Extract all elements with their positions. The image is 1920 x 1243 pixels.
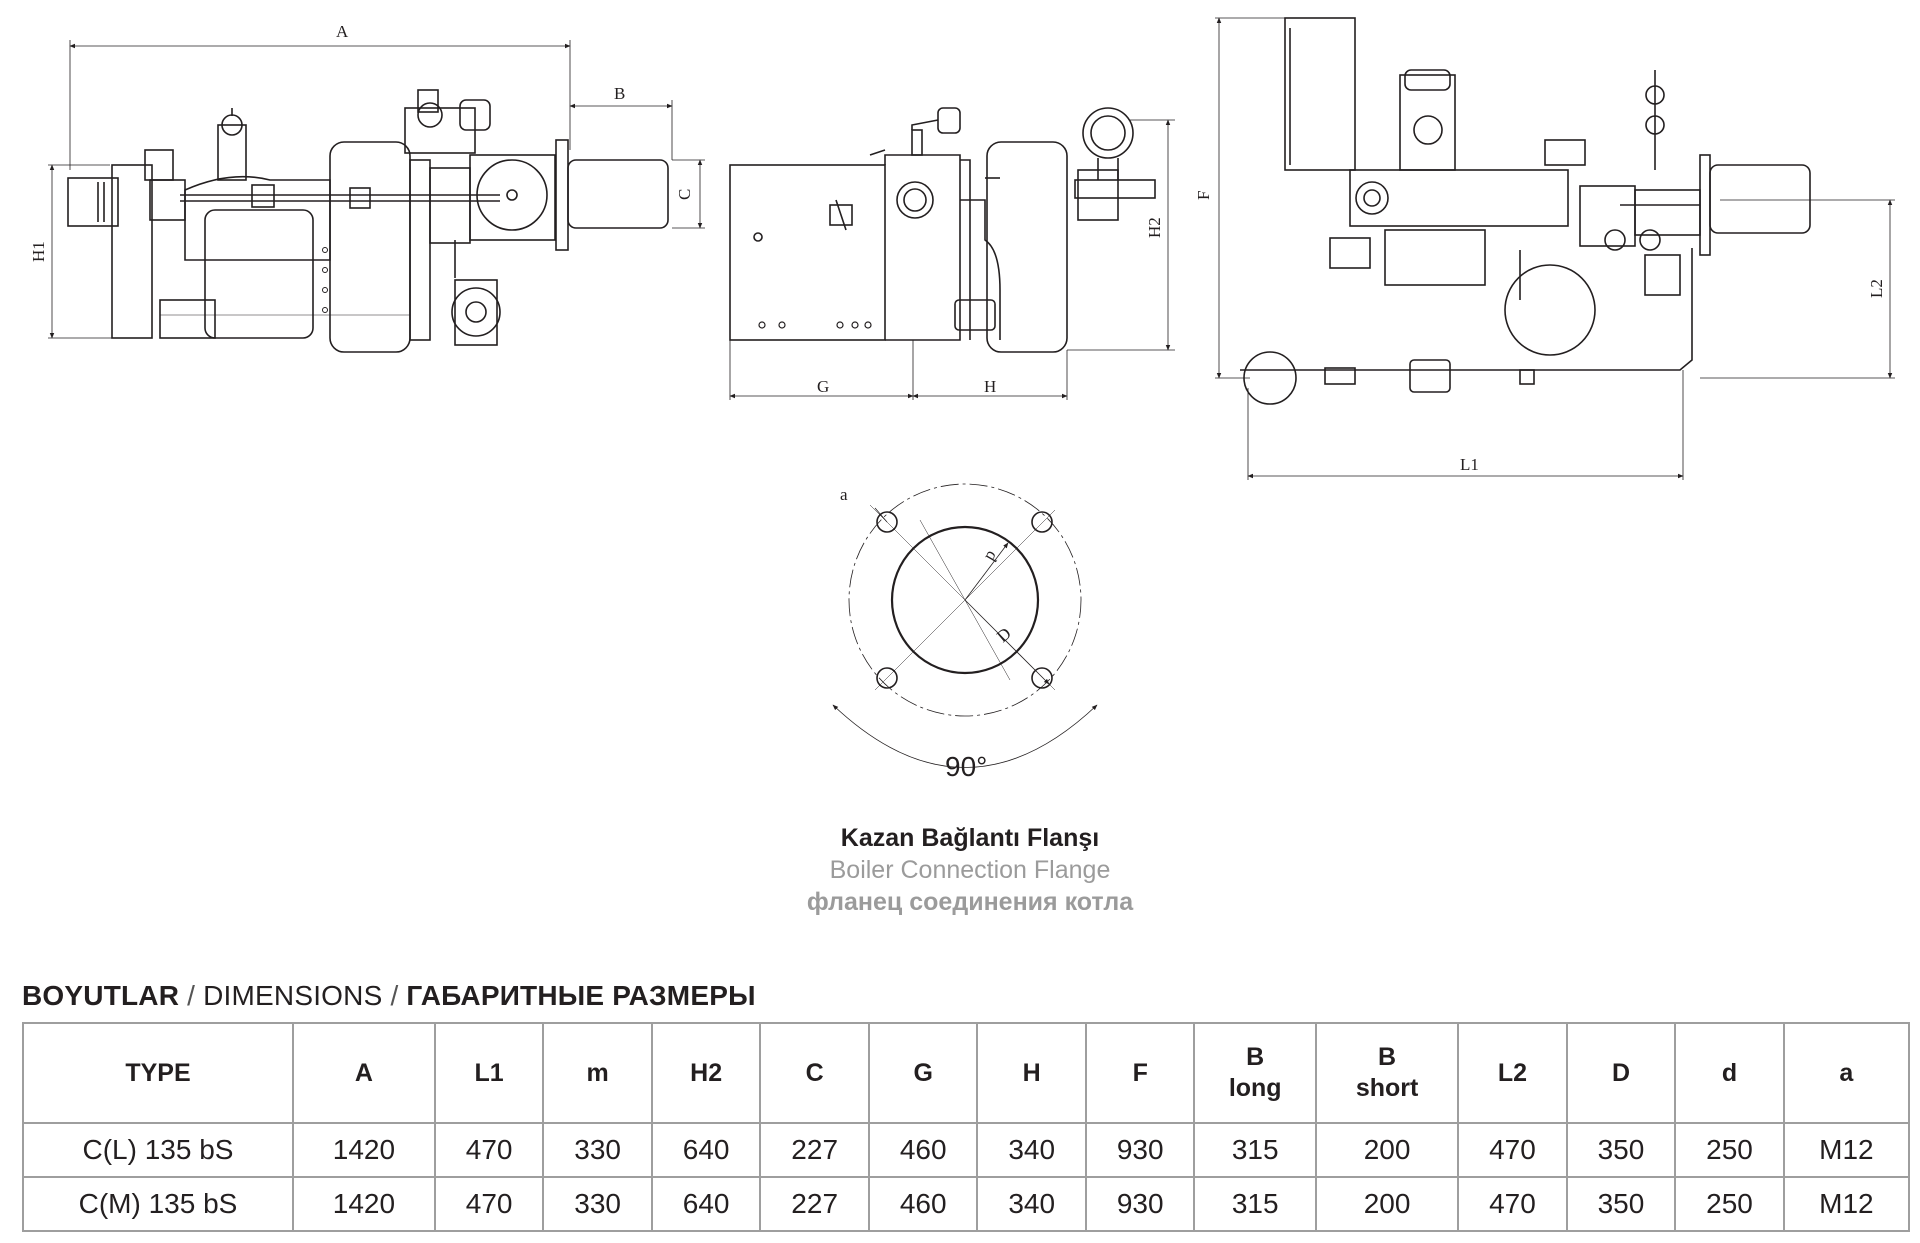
dim-label-B: B <box>614 84 625 103</box>
table-cell: 1420 <box>292 1122 436 1178</box>
column-header: L2 <box>1457 1022 1568 1124</box>
dimensions-title-ru: ГАБАРИТНЫЕ РАЗМЕРЫ <box>406 980 756 1011</box>
dim-label-L2: L2 <box>1867 279 1886 298</box>
dim-label-H2: H2 <box>1145 217 1164 238</box>
column-header: H <box>976 1022 1087 1124</box>
flange-drawing: a d D 90° <box>832 483 1098 782</box>
column-header: a <box>1782 1022 1911 1124</box>
dim-label-F: F <box>1194 191 1213 200</box>
dim-label-L1: L1 <box>1460 455 1479 474</box>
caption-ru: фланец соединения котла <box>806 888 1134 916</box>
table-cell: 315 <box>1193 1122 1317 1178</box>
table-cell: 470 <box>1457 1122 1568 1178</box>
table-cell: 930 <box>1084 1122 1196 1178</box>
table-cell: 640 <box>650 1176 762 1232</box>
table-cell: 250 <box>1674 1122 1785 1178</box>
table-cell: 200 <box>1314 1176 1460 1232</box>
column-header: m <box>542 1022 653 1124</box>
table-cell: 340 <box>976 1176 1087 1232</box>
caption-en: Boiler Connection Flange <box>829 856 1111 884</box>
table-cell: 340 <box>976 1122 1087 1178</box>
column-header: L1 <box>433 1022 545 1124</box>
table-cell: 315 <box>1193 1176 1317 1232</box>
table-row: C(M) 135 bS 1420 470 330 640 227 460 340… <box>22 1176 1911 1232</box>
table-cell: 640 <box>650 1122 762 1178</box>
table-cell: 200 <box>1314 1122 1460 1178</box>
column-header: C <box>759 1022 870 1124</box>
caption-tr: Kazan Bağlantı Flanşı <box>840 824 1100 852</box>
flange-angle-label: 90° <box>945 751 987 782</box>
table-cell: 460 <box>867 1176 979 1232</box>
front-view: G H H2 <box>729 107 1175 400</box>
table-cell: 227 <box>759 1122 870 1178</box>
column-header: D <box>1565 1022 1677 1124</box>
table-cell: 930 <box>1084 1176 1196 1232</box>
column-header: F <box>1084 1022 1196 1124</box>
table-cell: M12 <box>1782 1122 1911 1178</box>
table-cell: 470 <box>433 1176 545 1232</box>
top-view: F L2 L1 <box>1194 17 1895 480</box>
dim-label-G: G <box>817 377 829 396</box>
table-cell: 1420 <box>292 1176 436 1232</box>
flange-label-d: d <box>981 548 1002 565</box>
column-header: G <box>867 1022 979 1124</box>
table-cell: 460 <box>867 1122 979 1178</box>
dim-label-H1: H1 <box>29 241 48 262</box>
dimensions-title-tr: BOYUTLAR <box>22 980 180 1011</box>
flange-caption: Kazan Bağlantı Flanşı Boiler Connection … <box>690 822 1250 918</box>
column-header: TYPE <box>22 1022 294 1124</box>
dim-label-A: A <box>336 22 349 41</box>
dimensions-title: BOYUTLAR / DIMENSIONS / ГАБАРИТНЫЕ РАЗМЕ… <box>22 980 756 1012</box>
table-cell: 350 <box>1565 1122 1677 1178</box>
column-header: H2 <box>650 1022 762 1124</box>
table-cell-type: C(M) 135 bS <box>22 1176 294 1232</box>
table-cell: 470 <box>433 1122 545 1178</box>
flange-label-D: D <box>993 624 1015 646</box>
dimensions-title-en: DIMENSIONS <box>203 980 383 1011</box>
table-row: C(L) 135 bS 1420 470 330 640 227 460 340… <box>22 1122 1911 1178</box>
table-cell: 350 <box>1565 1176 1677 1232</box>
table-cell: 470 <box>1457 1176 1568 1232</box>
dim-label-H: H <box>984 377 996 396</box>
side-view: A B C H1 <box>29 22 705 353</box>
column-header: d <box>1674 1022 1785 1124</box>
table-cell-type: C(L) 135 bS <box>22 1122 294 1178</box>
flange-label-a: a <box>840 485 848 504</box>
table-cell: 227 <box>759 1176 870 1232</box>
table-cell: M12 <box>1782 1176 1911 1232</box>
table-cell: 330 <box>542 1176 653 1232</box>
table-cell: 330 <box>542 1122 653 1178</box>
dimensions-title-separator: / <box>179 980 204 1011</box>
dimensions-title-separator: / <box>382 980 407 1011</box>
dim-label-C: C <box>675 189 694 200</box>
column-header: A <box>292 1022 436 1124</box>
table-cell: 250 <box>1674 1176 1785 1232</box>
technical-drawing: A B C H1 <box>29 17 1895 782</box>
